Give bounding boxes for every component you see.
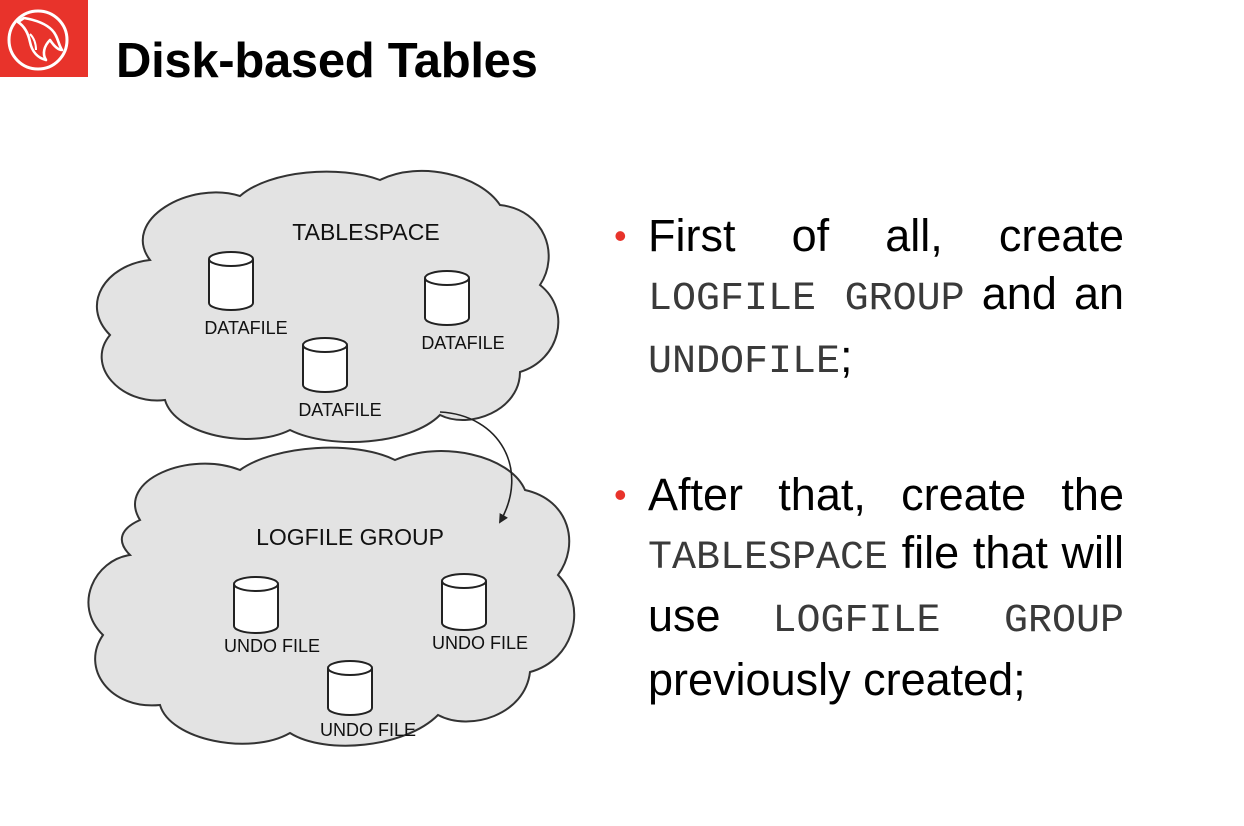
- bullet-text-part: file that will use: [648, 526, 1124, 642]
- undo-file-label: UNDO FILE: [320, 720, 416, 740]
- undo-file-cylinder-2: [441, 573, 487, 631]
- datafile-label: DATAFILE: [298, 400, 381, 420]
- bullet-text: First of all, create LOGFILE GROUP and a…: [648, 207, 1124, 392]
- logfile-group-label: LOGFILE GROUP: [256, 524, 444, 550]
- dolphin-icon: [7, 9, 69, 71]
- bullet-text: After that, create the TABLESPACE file t…: [648, 466, 1124, 708]
- tablespace-label: TABLESPACE: [292, 219, 439, 245]
- datafile-cylinder-1: [208, 251, 254, 311]
- datafile-label: DATAFILE: [421, 333, 504, 353]
- bullet-text-part: After that, create the: [648, 469, 1124, 520]
- bullet-text-part: and an: [981, 267, 1124, 319]
- code-text: TABLESPACE: [648, 535, 889, 581]
- datafile-cylinder-2: [424, 270, 470, 326]
- tablespace-diagram: TABLESPACE DATAFILE DATAFILE DATAFILE LO…: [87, 169, 576, 747]
- bullet-dot: •: [614, 474, 627, 515]
- bullet-item: • After that, create the TABLESPACE file…: [614, 466, 1124, 708]
- code-text: LOGFILE GROUP: [648, 276, 965, 322]
- undo-file-cylinder-3: [327, 660, 373, 716]
- code-text: UNDOFILE: [648, 340, 841, 385]
- datafile-cylinder-3: [302, 337, 348, 393]
- tablespace-cloud: [96, 169, 560, 443]
- bullet-text-part: First of all, create: [648, 210, 1124, 261]
- bullet-item: • First of all, create LOGFILE GROUP and…: [614, 207, 1124, 392]
- logfile-group-cloud: [87, 446, 576, 747]
- undo-file-cylinder-1: [233, 576, 279, 634]
- undo-file-label: UNDO FILE: [432, 633, 528, 653]
- bullet-text-part: previously created;: [648, 653, 1026, 705]
- undo-file-label: UNDO FILE: [224, 636, 320, 656]
- connector-arrow: [439, 411, 513, 524]
- datafile-label: DATAFILE: [204, 318, 287, 338]
- code-text: LOGFILE GROUP: [772, 599, 1124, 644]
- page-title: Disk-based Tables: [116, 34, 538, 88]
- bullet-text-part: ;: [840, 331, 853, 382]
- mysql-logo: [0, 0, 88, 77]
- bullet-dot: •: [614, 215, 627, 256]
